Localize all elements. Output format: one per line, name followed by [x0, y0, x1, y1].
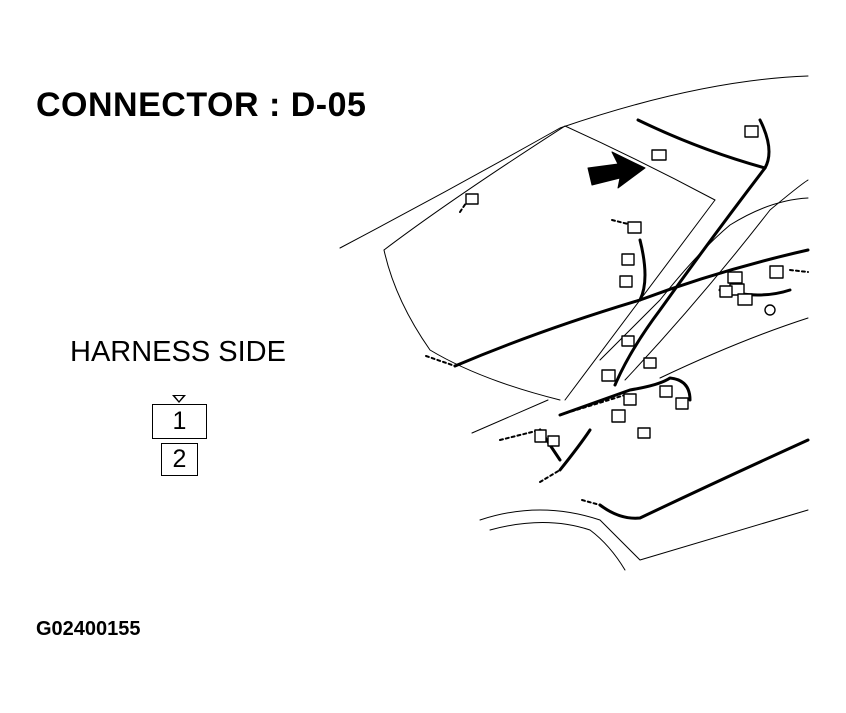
connector-key-inner: [175, 396, 183, 401]
location-arrow-icon: [587, 151, 646, 189]
figure-id: G02400155: [36, 618, 141, 640]
connector-pin-2: 2: [161, 443, 198, 476]
connector-pin-1: 1: [152, 404, 207, 439]
harness-side-label: HARNESS SIDE: [70, 336, 286, 368]
harness-dashes: [425, 199, 809, 506]
body-outline: [339, 75, 809, 571]
main-harness: [453, 118, 810, 520]
connector-title: CONNECTOR : D-05: [36, 86, 367, 124]
connector-boxes: [465, 125, 784, 447]
